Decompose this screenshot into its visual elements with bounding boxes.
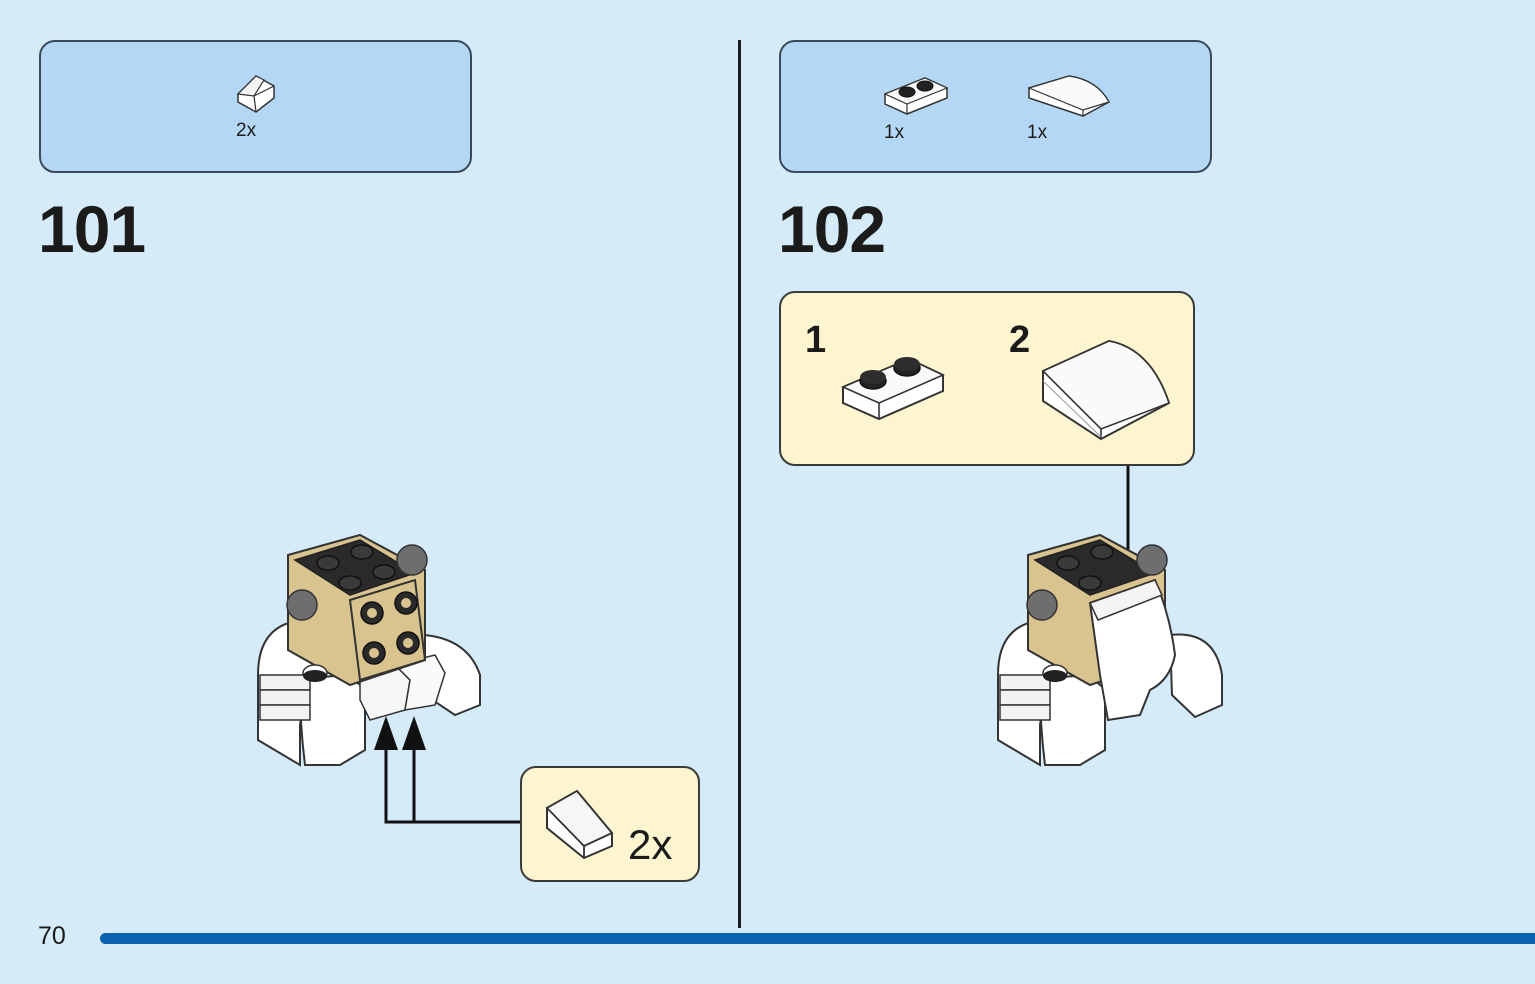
- step-number-101: 101: [38, 192, 146, 266]
- parts-box-step-102: 1x 1x: [779, 40, 1212, 173]
- placement-arrows-101: [374, 716, 520, 824]
- page-progress-bar: [100, 933, 1535, 944]
- substep-label: 1: [805, 319, 827, 361]
- callout-step-102: 1 2: [779, 291, 1195, 466]
- slope-brick-white-icon: [236, 75, 275, 113]
- curved-slope-white-icon: [1027, 75, 1111, 117]
- part-qty: 1x: [1027, 122, 1048, 143]
- curved-slope-white-icon: [1041, 339, 1171, 441]
- plate-1x2-white-icon: [883, 77, 949, 115]
- step-number-102: 102: [778, 192, 886, 266]
- slope-brick-white-icon: [545, 789, 614, 860]
- page-number: 70: [38, 922, 66, 950]
- part-qty: 2x: [236, 120, 257, 141]
- part-qty: 1x: [884, 122, 905, 143]
- substep-label: 2: [1009, 319, 1031, 361]
- callout-qty: 2x: [628, 821, 673, 868]
- plate-1x2-white-icon: [840, 357, 945, 421]
- model-assembly-illustration-102: [997, 533, 1223, 767]
- parts-box-step-101: 2x: [39, 40, 472, 173]
- model-assembly-illustration-101: [257, 533, 481, 767]
- callout-step-101: 2x: [520, 766, 700, 882]
- step-divider: [738, 40, 741, 928]
